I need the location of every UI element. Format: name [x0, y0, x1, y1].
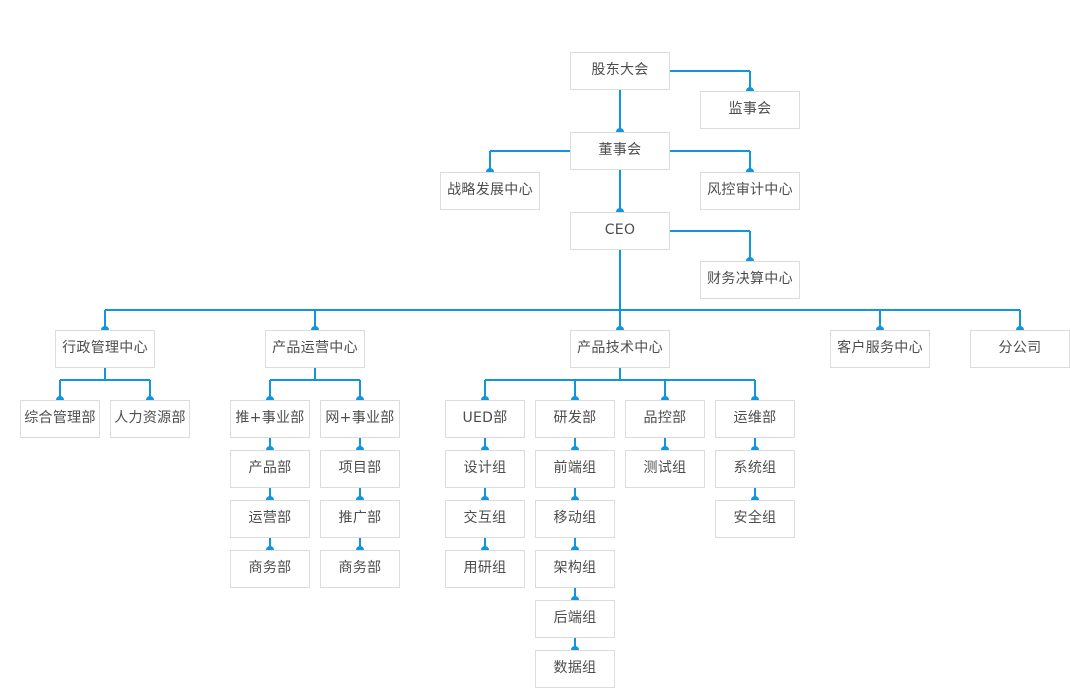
org-node-label: 客户服务中心 [837, 340, 923, 357]
org-node-security_grp[interactable]: 安全组 [715, 500, 795, 538]
org-node-arch_grp[interactable]: 架构组 [535, 550, 615, 588]
org-node-strategy[interactable]: 战略发展中心 [440, 172, 540, 210]
org-node-label: 风控审计中心 [707, 182, 793, 199]
org-node-ops_dept[interactable]: 运营部 [230, 500, 310, 538]
org-node-test_grp[interactable]: 测试组 [625, 450, 705, 488]
org-node-label: 财务决算中心 [707, 271, 793, 288]
org-node-prodops[interactable]: 产品运营中心 [265, 330, 365, 368]
org-node-finance[interactable]: 财务决算中心 [700, 261, 800, 299]
org-node-label: 研发部 [553, 410, 597, 427]
org-node-supervisors[interactable]: 监事会 [700, 91, 800, 129]
org-node-custserv[interactable]: 客户服务中心 [830, 330, 930, 368]
org-node-label: 后端组 [553, 610, 597, 627]
org-node-label: 测试组 [643, 460, 687, 477]
org-node-label: 系统组 [733, 460, 777, 477]
org-node-shareholders[interactable]: 股东大会 [570, 52, 670, 90]
org-node-label: 产品运营中心 [272, 340, 358, 357]
org-node-label: 运维部 [733, 410, 777, 427]
org-node-research_grp[interactable]: 用研组 [445, 550, 525, 588]
org-node-label: 股东大会 [591, 62, 649, 79]
org-node-system_grp[interactable]: 系统组 [715, 450, 795, 488]
org-node-product_dept[interactable]: 产品部 [230, 450, 310, 488]
org-node-label: 前端组 [553, 460, 597, 477]
org-node-label: 数据组 [553, 660, 597, 677]
org-node-label: 运营部 [248, 510, 292, 527]
org-node-label: 人力资源部 [114, 410, 186, 427]
org-node-promo_dept[interactable]: 推广部 [320, 500, 400, 538]
org-node-interact_grp[interactable]: 交互组 [445, 500, 525, 538]
org-node-board[interactable]: 董事会 [570, 132, 670, 170]
org-node-branch[interactable]: 分公司 [970, 330, 1070, 368]
org-node-label: 分公司 [998, 340, 1042, 357]
org-node-label: 品控部 [643, 410, 687, 427]
org-node-tui_bu[interactable]: 推+事业部 [230, 400, 310, 438]
org-node-riskaudit[interactable]: 风控审计中心 [700, 172, 800, 210]
org-node-biz_dept_a[interactable]: 商务部 [230, 550, 310, 588]
org-node-label: 用研组 [463, 560, 507, 577]
org-node-label: 安全组 [733, 510, 777, 527]
org-node-label: 设计组 [463, 460, 507, 477]
org-node-prodtech[interactable]: 产品技术中心 [570, 330, 670, 368]
org-node-wang_bu[interactable]: 网+事业部 [320, 400, 400, 438]
org-node-label: 项目部 [338, 460, 382, 477]
org-node-label: 架构组 [553, 560, 597, 577]
org-node-mobile_grp[interactable]: 移动组 [535, 500, 615, 538]
org-node-general_admin[interactable]: 综合管理部 [20, 400, 100, 438]
org-node-project_dept[interactable]: 项目部 [320, 450, 400, 488]
org-node-label: 推广部 [338, 510, 382, 527]
org-node-ued[interactable]: UED部 [445, 400, 525, 438]
org-node-label: 商务部 [338, 560, 382, 577]
org-node-data_grp[interactable]: 数据组 [535, 650, 615, 688]
org-node-label: 战略发展中心 [447, 182, 533, 199]
org-node-ops[interactable]: 运维部 [715, 400, 795, 438]
org-node-biz_dept_b[interactable]: 商务部 [320, 550, 400, 588]
org-node-admin[interactable]: 行政管理中心 [55, 330, 155, 368]
org-node-label: 交互组 [463, 510, 507, 527]
org-node-backend_grp[interactable]: 后端组 [535, 600, 615, 638]
org-node-label: 董事会 [598, 142, 642, 159]
org-node-rnd[interactable]: 研发部 [535, 400, 615, 438]
org-node-label: 商务部 [248, 560, 292, 577]
org-node-label: 行政管理中心 [62, 340, 148, 357]
org-node-frontend_grp[interactable]: 前端组 [535, 450, 615, 488]
org-node-ceo[interactable]: CEO [570, 212, 670, 250]
org-node-label: 监事会 [728, 101, 772, 118]
org-node-design_grp[interactable]: 设计组 [445, 450, 525, 488]
org-node-label: 推+事业部 [235, 410, 305, 427]
org-node-label: 产品技术中心 [577, 340, 663, 357]
org-node-hr[interactable]: 人力资源部 [110, 400, 190, 438]
org-node-label: UED部 [462, 410, 508, 427]
org-node-label: 网+事业部 [325, 410, 395, 427]
org-node-label: CEO [604, 222, 636, 239]
org-node-label: 移动组 [553, 510, 597, 527]
org-node-label: 综合管理部 [24, 410, 96, 427]
org-node-label: 产品部 [248, 460, 292, 477]
org-node-qa[interactable]: 品控部 [625, 400, 705, 438]
